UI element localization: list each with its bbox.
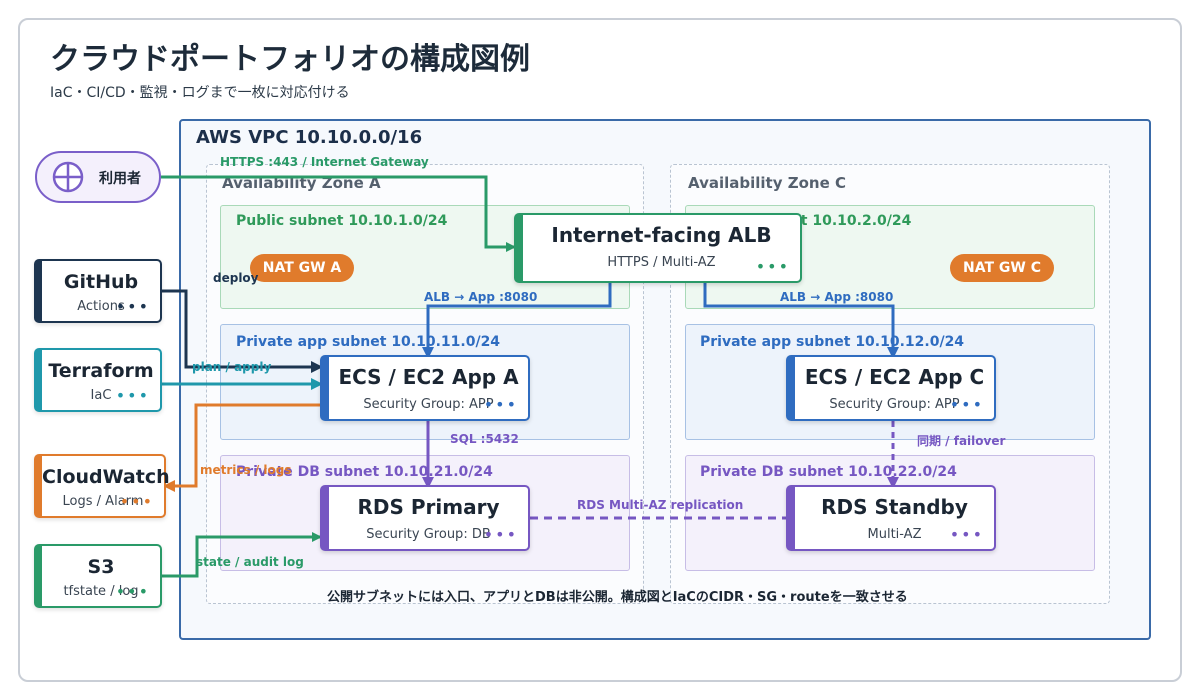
app-c-sub: Security Group: APP xyxy=(829,397,960,412)
edge-label-metrics-logs: metrics / logs xyxy=(200,463,292,477)
page-title: クラウドポートフォリオの構成図例 xyxy=(50,42,530,77)
edge-label-https: HTTPS :443 / Internet Gateway xyxy=(220,155,429,169)
s3-sub: tfstate / log xyxy=(63,584,139,599)
more-icon[interactable]: ••• xyxy=(949,525,984,544)
app-a-sub: Security Group: APP xyxy=(363,397,494,412)
github-sub: Actions xyxy=(77,299,125,314)
app-a-name: ECS / EC2 App A xyxy=(338,365,519,389)
user-label: 利用者 xyxy=(99,171,141,187)
rds-standby-sub: Multi-AZ xyxy=(867,527,922,542)
more-icon[interactable]: ••• xyxy=(755,257,790,276)
s3-name: S3 xyxy=(87,556,115,578)
subnet-app-c-label: Private app subnet 10.10.12.0/24 xyxy=(700,334,965,350)
app-c-node[interactable]: ECS / EC2 App C Security Group: APP ••• xyxy=(786,355,996,421)
edge-label-plan-apply: plan / apply xyxy=(192,360,272,374)
app-c-name: ECS / EC2 App C xyxy=(804,365,985,389)
az-c-label: Availability Zone C xyxy=(688,174,846,192)
more-icon[interactable]: ••• xyxy=(115,582,150,601)
az-a-label: Availability Zone A xyxy=(222,174,381,192)
app-a-node[interactable]: ECS / EC2 App A Security Group: APP ••• xyxy=(320,355,530,421)
edge-label-alb-app-c: ALB → App :8080 xyxy=(780,290,894,304)
rds-primary-sub: Security Group: DB xyxy=(366,527,491,542)
s3-node[interactable]: S3 tfstate / log ••• xyxy=(34,544,162,608)
more-icon[interactable]: ••• xyxy=(119,492,154,511)
terraform-node[interactable]: Terraform IaC ••• xyxy=(34,348,162,412)
edge-label-state-audit: state / audit log xyxy=(196,555,304,569)
alb-node[interactable]: Internet-facing ALB HTTPS / Multi-AZ ••• xyxy=(514,213,802,283)
subnet-db-c-label: Private DB subnet 10.10.22.0/24 xyxy=(700,464,957,480)
rds-primary-node[interactable]: RDS Primary Security Group: DB ••• xyxy=(320,485,530,551)
github-node[interactable]: GitHub Actions ••• xyxy=(34,259,162,323)
edge-label-deploy: deploy xyxy=(213,271,259,285)
page-subtitle: IaC・CI/CD・監視・ログまで一枚に対応付ける xyxy=(50,85,350,101)
edge-label-replication: RDS Multi-AZ replication xyxy=(577,498,744,512)
nat-gateway-a[interactable]: NAT GW A xyxy=(250,254,354,282)
rds-standby-node[interactable]: RDS Standby Multi-AZ ••• xyxy=(786,485,996,551)
edge-label-sync-failover: 同期 / failover xyxy=(917,434,1006,448)
more-icon[interactable]: ••• xyxy=(483,525,518,544)
alb-name: Internet-facing ALB xyxy=(551,223,772,247)
cloudwatch-node[interactable]: CloudWatch Logs / Alarm ••• xyxy=(34,454,170,518)
edge-label-sql: SQL :5432 xyxy=(450,432,519,446)
vpc-label: AWS VPC 10.10.0.0/16 xyxy=(196,127,423,148)
subnet-public-a-label: Public subnet 10.10.1.0/24 xyxy=(236,213,448,229)
rds-primary-name: RDS Primary xyxy=(357,495,500,519)
more-icon[interactable]: ••• xyxy=(483,395,518,414)
more-icon[interactable]: ••• xyxy=(115,297,150,316)
globe-icon xyxy=(52,161,84,193)
rds-standby-name: RDS Standby xyxy=(821,495,968,519)
nat-gateway-c[interactable]: NAT GW C xyxy=(950,254,1054,282)
cloudwatch-name: CloudWatch xyxy=(42,466,170,488)
alb-sub: HTTPS / Multi-AZ xyxy=(607,255,716,270)
github-name: GitHub xyxy=(63,271,139,293)
more-icon[interactable]: ••• xyxy=(115,386,150,405)
bottom-note: 公開サブネットには入口、アプリとDBは非公開。構成図とIaCのCIDR・SG・r… xyxy=(327,590,908,605)
subnet-app-a-label: Private app subnet 10.10.11.0/24 xyxy=(236,334,501,350)
more-icon[interactable]: ••• xyxy=(949,395,984,414)
terraform-sub: IaC xyxy=(90,388,112,403)
user-node[interactable]: 利用者 xyxy=(35,151,161,203)
edge-label-alb-app-a: ALB → App :8080 xyxy=(424,290,538,304)
terraform-name: Terraform xyxy=(48,360,154,382)
cloudwatch-sub: Logs / Alarm xyxy=(62,494,144,509)
